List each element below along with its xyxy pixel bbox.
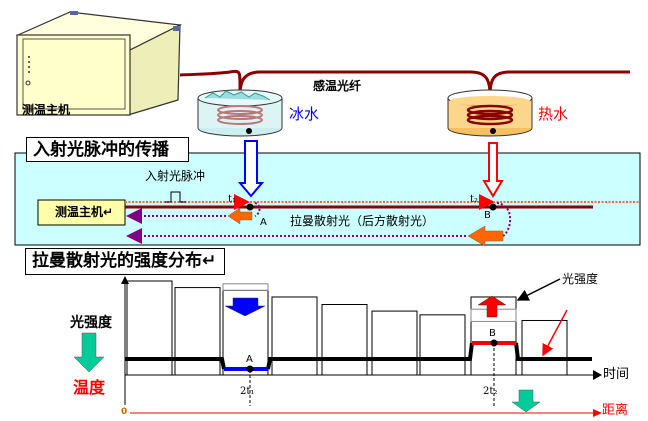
- bar-7: [419, 314, 466, 376]
- chart-point-b: [490, 339, 498, 347]
- hot-water-label: 热水: [538, 105, 569, 123]
- y-axis-arrow-icon: [121, 276, 129, 284]
- chart-point-a: [246, 365, 254, 373]
- fiber-label: 感温光纤: [313, 79, 362, 93]
- red-down-arrow-icon: [482, 142, 504, 198]
- x-axis-arrow-icon: [593, 370, 602, 380]
- propagation-panel: [14, 152, 641, 246]
- tick-2t2: 2t₂: [483, 386, 498, 397]
- temperature-label: 温度: [73, 378, 106, 397]
- point-a-label: A: [260, 217, 267, 228]
- ice-water-label: 冰水: [289, 105, 320, 123]
- temperature-callout-arrow: [542, 309, 568, 357]
- pulse-symbol: [165, 191, 186, 203]
- device-illustration: [15, 11, 183, 116]
- inner-device-box: [37, 199, 126, 226]
- raman-label: 拉曼散射光（后方散射光）: [290, 214, 435, 228]
- inner-device-label: 测温主机↵: [55, 205, 114, 219]
- bar-ghost-3: [222, 283, 269, 291]
- bar-5: [321, 304, 368, 376]
- distribution-title: 拉曼散射光的强度分布↵: [25, 248, 225, 275]
- origin-label: 0: [121, 407, 128, 417]
- intensity-baseline: [125, 342, 592, 370]
- bar-2: [174, 287, 221, 376]
- bar-9: [521, 319, 568, 376]
- orange-left-arrow-a-icon: [227, 207, 253, 225]
- distance-axis-label: 距离: [602, 403, 629, 418]
- pulse-label: 入射光脉冲: [145, 169, 206, 183]
- intensity-down-arrow-icon: [224, 297, 266, 317]
- point-a-dot: [246, 203, 254, 211]
- green-down-arrow-icon: [73, 332, 105, 373]
- time-axis-label: 时间: [603, 367, 630, 382]
- propagation-title: 入射光脉冲的传播: [26, 137, 189, 162]
- tick-2t1: 2t₁: [240, 386, 255, 397]
- intensity-callout-label: 光强度: [562, 272, 599, 286]
- ice-bath: [197, 89, 283, 137]
- hot-water-bath: [447, 89, 533, 137]
- bar-4: [271, 296, 318, 376]
- intensity-callout-arrow: [516, 278, 561, 301]
- chart-point-a-label: A: [246, 354, 253, 365]
- point-b-label: B: [484, 210, 491, 221]
- green-down-arrow-distance-icon: [511, 389, 541, 413]
- orange-left-arrow-b-icon: [467, 225, 504, 247]
- bar-6: [371, 310, 418, 376]
- device-label: 测温主机: [22, 103, 71, 117]
- point-b-dot: [489, 203, 497, 211]
- t1-label: t₁: [228, 194, 237, 205]
- blue-down-arrow-icon: [237, 140, 265, 198]
- t2-label: t₂: [470, 194, 479, 205]
- intensity-axis-label: 光强度: [70, 315, 112, 331]
- chart-point-b-label: B: [489, 328, 496, 339]
- intensity-up-arrow-icon: [477, 295, 507, 318]
- distance-arrow-icon: [593, 409, 602, 417]
